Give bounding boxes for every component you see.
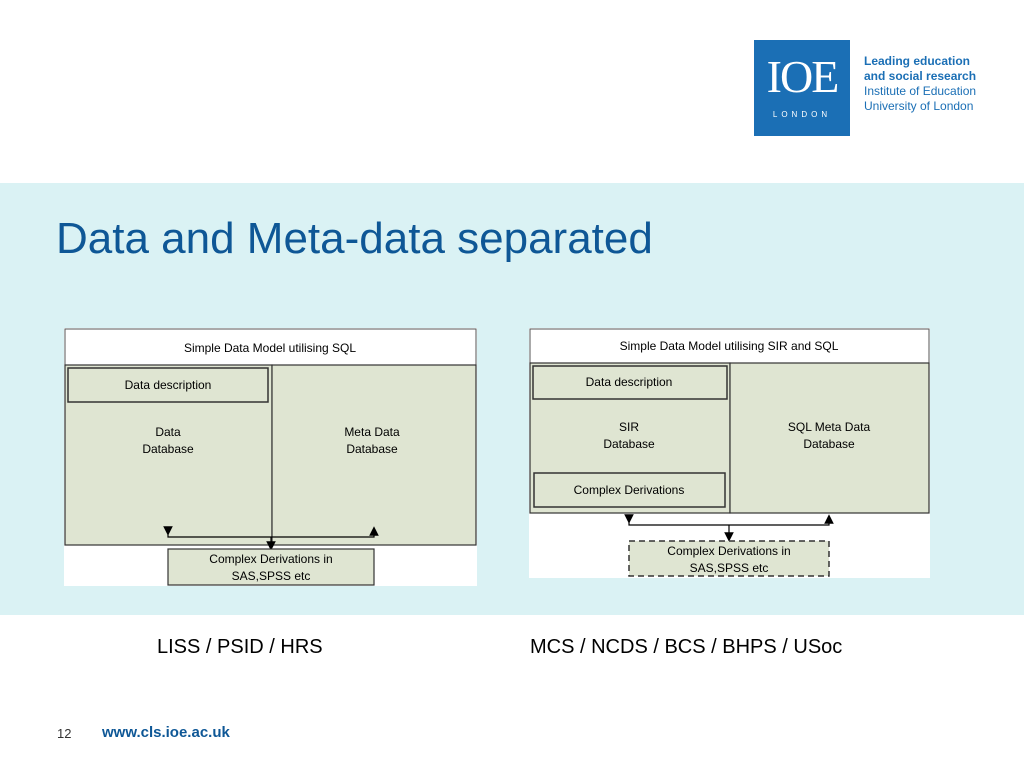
diagram-left-meta-db-box	[271, 364, 477, 546]
diagram-right-db2-line2: Database	[803, 437, 855, 451]
diagram-left-description-box	[67, 367, 269, 403]
diagram-right-inner-derivations: Complex Derivations	[574, 483, 685, 497]
diagram-right-meta-db-box	[729, 362, 930, 514]
tagline-line-3: Institute of Education	[864, 84, 977, 98]
ioe-logo: IOE LONDON	[754, 40, 850, 136]
diagram-left-description: Data description	[125, 378, 212, 392]
page-number: 12	[57, 726, 72, 741]
slide-title: Data and Meta-data separated	[56, 214, 653, 263]
diagram-right-header-box	[529, 328, 930, 364]
diagram-left-db1-line2: Database	[142, 442, 194, 456]
diagram-right-derivations-line2: SAS,SPSS etc	[690, 561, 769, 575]
diagram-left: Simple Data Model utilising SQL Data des…	[64, 328, 477, 586]
footer-url[interactable]: www.cls.ioe.ac.uk	[102, 724, 230, 741]
diagram-left-db2-line1: Meta Data	[344, 425, 400, 439]
logo-mark: IOE	[766, 51, 840, 102]
diagram-right-derivations-line1: Complex Derivations in	[667, 544, 790, 558]
diagram-left-derivations-line1: Complex Derivations in	[209, 552, 332, 566]
diagram-right-description-box	[532, 365, 728, 400]
diagram-right-db1-line2: Database	[603, 437, 655, 451]
diagram-right-description: Data description	[586, 375, 673, 389]
diagram-left-derivations-box	[167, 548, 375, 586]
diagram-left-db1-line1: Data	[155, 425, 181, 439]
diagram-right-db1-line1: SIR	[619, 420, 639, 434]
tagline-line-4: University of London	[864, 99, 974, 113]
diagram-right-inner-derivations-box	[533, 472, 726, 508]
diagram-left-header: Simple Data Model utilising SQL	[184, 341, 356, 355]
diagram-right-derivations-box	[628, 540, 830, 577]
tagline-line-2: and social research	[864, 69, 977, 83]
logo-city: LONDON	[772, 110, 832, 119]
caption-right: MCS / NCDS / BCS / BHPS / USoc	[530, 636, 843, 658]
diagram-right: Simple Data Model utilising SIR and SQL …	[529, 328, 930, 578]
diagram-left-db2-line2: Database	[346, 442, 398, 456]
diagram-right-db2-line1: SQL Meta Data	[788, 420, 871, 434]
institution-tagline: Leading education and social research In…	[864, 54, 1014, 114]
tagline-line-1: Leading education	[864, 54, 971, 68]
diagram-left-derivations-line2: SAS,SPSS etc	[232, 569, 311, 583]
caption-left: LISS / PSID / HRS	[157, 636, 323, 658]
diagram-right-header: Simple Data Model utilising SIR and SQL	[620, 339, 839, 353]
